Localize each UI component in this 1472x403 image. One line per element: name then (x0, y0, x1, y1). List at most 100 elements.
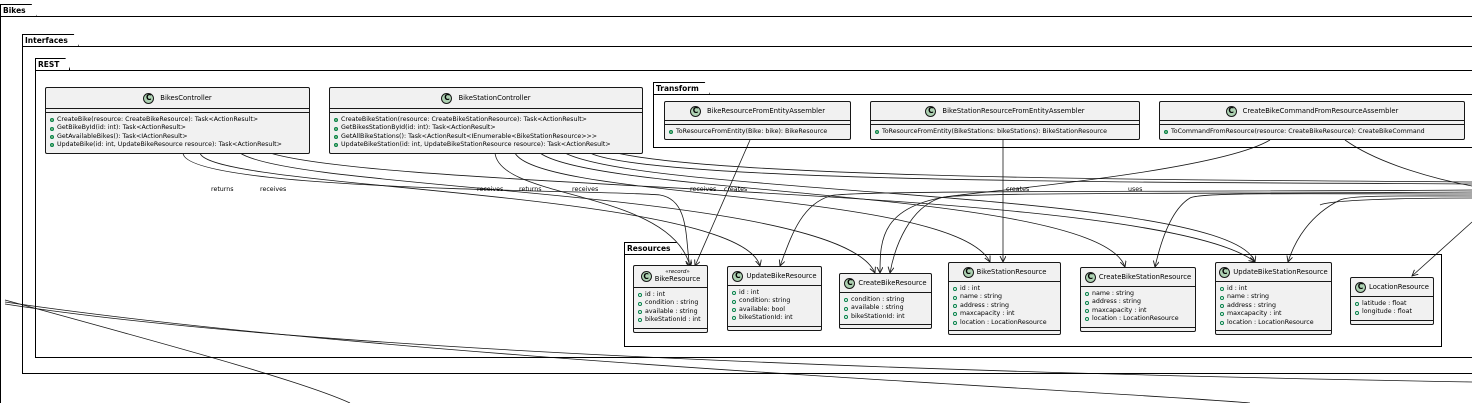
relation-line (780, 189, 1472, 266)
public-method-icon (875, 130, 879, 135)
package-rest-tab: REST (35, 58, 70, 70)
public-method-icon (50, 118, 54, 123)
class-create-bike-station-resource: C CreateBikeStationResource name : strin… (1080, 267, 1196, 332)
field-icon (638, 310, 642, 315)
class-name: BikeStationResourceFromEntityAssembler (942, 106, 1085, 115)
field-icon (638, 301, 642, 306)
class-name: BikeStationController (458, 93, 531, 102)
class-bikes-controller: C BikesController CreateBike(resource: C… (45, 87, 310, 154)
field-icon (638, 293, 642, 298)
class-name: CreateBikeCommandFromResourceAssembler (1242, 106, 1399, 115)
field-icon (1355, 302, 1359, 307)
field-row: maxcapacity : int (1220, 310, 1327, 318)
class-update-bike-station-resource: C UpdateBikeStationResource id : int nam… (1215, 262, 1332, 336)
field-row: name : string (953, 293, 1056, 301)
field-icon (1085, 300, 1089, 305)
class-bike-resource: C «record» BikeResource id : int conditi… (633, 265, 708, 333)
field-row: available : string (638, 308, 703, 316)
class-icon: C (925, 105, 937, 117)
field-row: condition : string (638, 299, 703, 307)
class-create-bike-resource: C CreateBikeResource condition : string … (839, 273, 932, 330)
relation-label-creates: creates (724, 186, 748, 193)
class-icon: C (640, 271, 652, 282)
relation-line (599, 147, 1472, 183)
field-row: id : int (638, 291, 703, 299)
class-name: BikesController (160, 93, 212, 102)
class-name: BikeResource (654, 275, 701, 284)
field-row: id : int (1220, 285, 1327, 293)
method-row: ToCommandFromResource(resource: CreateBi… (1164, 128, 1460, 136)
field-row: longitude : float (1355, 308, 1429, 316)
relation-label-receives: receives (477, 186, 504, 193)
relation-line (199, 152, 760, 266)
class-name: BikeResourceFromEntityAssembler (707, 106, 825, 115)
field-row: bikeStationId : int (638, 316, 703, 324)
class-bike-resource-assembler: C BikeResourceFromEntityAssembler ToReso… (664, 101, 851, 141)
field-row: latitude : float (1355, 300, 1429, 308)
relation-line (4, 301, 1251, 403)
class-icon: C (690, 105, 701, 117)
package-interfaces-tab: Interfaces (22, 34, 79, 46)
class-icon: C (1355, 281, 1367, 293)
field-row: name : string (1085, 290, 1191, 298)
public-method-icon (669, 130, 673, 135)
field-icon (1085, 317, 1089, 322)
field-icon (953, 295, 957, 300)
relation-line (1412, 221, 1472, 276)
field-row: location : LocationResource (953, 319, 1056, 327)
field-icon (953, 320, 957, 325)
class-icon: C (1225, 105, 1237, 117)
public-method-icon (1164, 130, 1168, 135)
relation-line (239, 152, 875, 273)
field-icon (844, 306, 848, 311)
package-interfaces: Interfaces (22, 46, 1472, 374)
relation-line (1319, 197, 1472, 206)
field-icon (1220, 295, 1224, 300)
relation-line (514, 152, 990, 262)
relation-line (589, 152, 1472, 185)
relation-label-receives: receives (260, 186, 287, 193)
relation-line (1288, 195, 1472, 262)
field-row: address : string (1220, 302, 1327, 310)
field-row: condition : string (844, 296, 927, 304)
relation-line (695, 139, 751, 266)
field-icon (732, 316, 736, 321)
relation-label-uses: uses (1128, 186, 1143, 193)
method-row: CreateBike(resource: CreateBikeResource)… (50, 116, 305, 124)
class-name: LocationResource (1369, 282, 1429, 291)
public-method-icon (334, 126, 338, 131)
field-icon (1355, 310, 1359, 315)
field-row: address : string (953, 302, 1056, 310)
class-name: CreateBikeStationResource (1098, 272, 1192, 281)
field-row: available : string (844, 304, 927, 312)
record-stereotype: «record» (665, 269, 690, 276)
method-row: CreateBikeStation(resource: CreateBikeSt… (334, 116, 638, 124)
relation-label-returns: returns (519, 186, 542, 193)
class-icon: C (1084, 271, 1096, 283)
class-location-resource: C LocationResource latitude : float long… (1350, 277, 1434, 325)
field-icon (953, 287, 957, 292)
field-row: maxcapacity : int (1085, 307, 1191, 315)
field-icon (1085, 309, 1089, 314)
method-row: GetAvailableBikes(): Task<IActionResult> (50, 133, 305, 141)
public-method-icon (334, 143, 338, 148)
relation-line (182, 152, 690, 268)
class-icon: C (844, 277, 856, 289)
relation-line (564, 152, 1255, 262)
class-name: UpdateBikeResource (746, 271, 817, 280)
public-method-icon (334, 118, 338, 123)
relation-label-receives: receives (572, 186, 599, 193)
relation-line (890, 191, 1472, 273)
field-icon (844, 315, 848, 320)
class-bike-station-controller: C BikeStationController CreateBikeStatio… (329, 87, 643, 154)
package-resources: Resources (624, 254, 1442, 347)
field-row: location : LocationResource (1085, 315, 1191, 323)
field-icon (638, 318, 642, 323)
field-row: address : string (1085, 298, 1191, 306)
field-row: condition: string (732, 297, 817, 305)
class-icon: C (441, 92, 453, 104)
method-row: GetBikesStationById(id: int): Task<Actio… (334, 124, 638, 132)
public-method-icon (334, 135, 338, 140)
package-rest: REST (35, 70, 1472, 358)
